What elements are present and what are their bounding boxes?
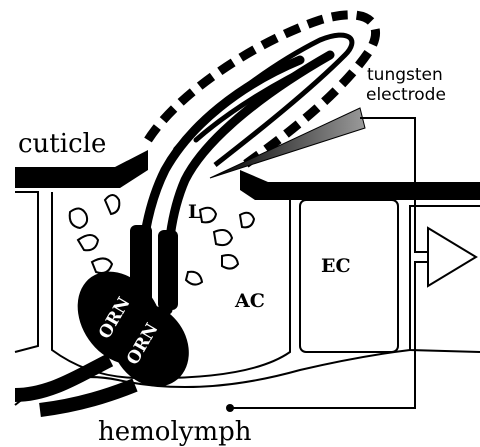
label-electrode-line2: electrode [366,85,446,105]
label-lymph: L [188,201,201,223]
amplifier-icon [428,228,476,286]
label-cuticle: cuticle [18,129,106,159]
label-ac: AC [234,290,265,312]
ground-electrode-dot [226,404,234,412]
label-electrode-line1: tungsten [367,65,443,85]
label-ec: EC [321,255,351,277]
label-hemolymph: hemolymph [98,417,252,447]
